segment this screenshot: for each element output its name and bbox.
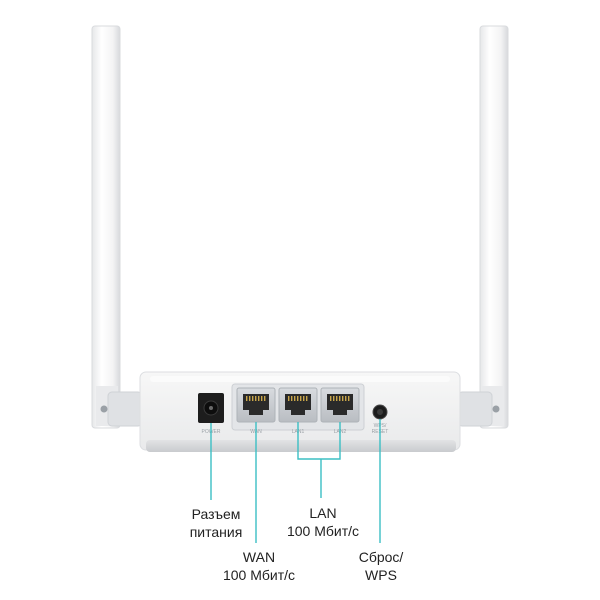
callout-line-lan [297,422,341,498]
wan-label-line2: 100 Мбит/с [222,567,296,583]
power-label-line2: питания [189,524,243,540]
reset-wps-callout-label: Сброс/ WPS [346,548,416,584]
wan-label-line1: WAN [242,549,276,565]
wan-port: WAN [236,387,276,435]
lan-label-line2: 100 Мбит/с [286,523,360,539]
wps-label-line1: Сброс/ [358,549,404,565]
wps-label-line2: WPS [365,567,397,583]
left-antenna [91,25,143,429]
callout-lines [210,419,381,543]
power-label-line1: Разъем [191,506,241,522]
wan-port-callout-label: WAN 100 Мбит/с [214,548,304,584]
right-antenna [457,25,509,429]
lan-label-line1: LAN [309,505,337,521]
lan-ports-label: LAN 100 Мбит/с [278,504,368,540]
power-connector-label: Разъем питания [176,505,256,541]
